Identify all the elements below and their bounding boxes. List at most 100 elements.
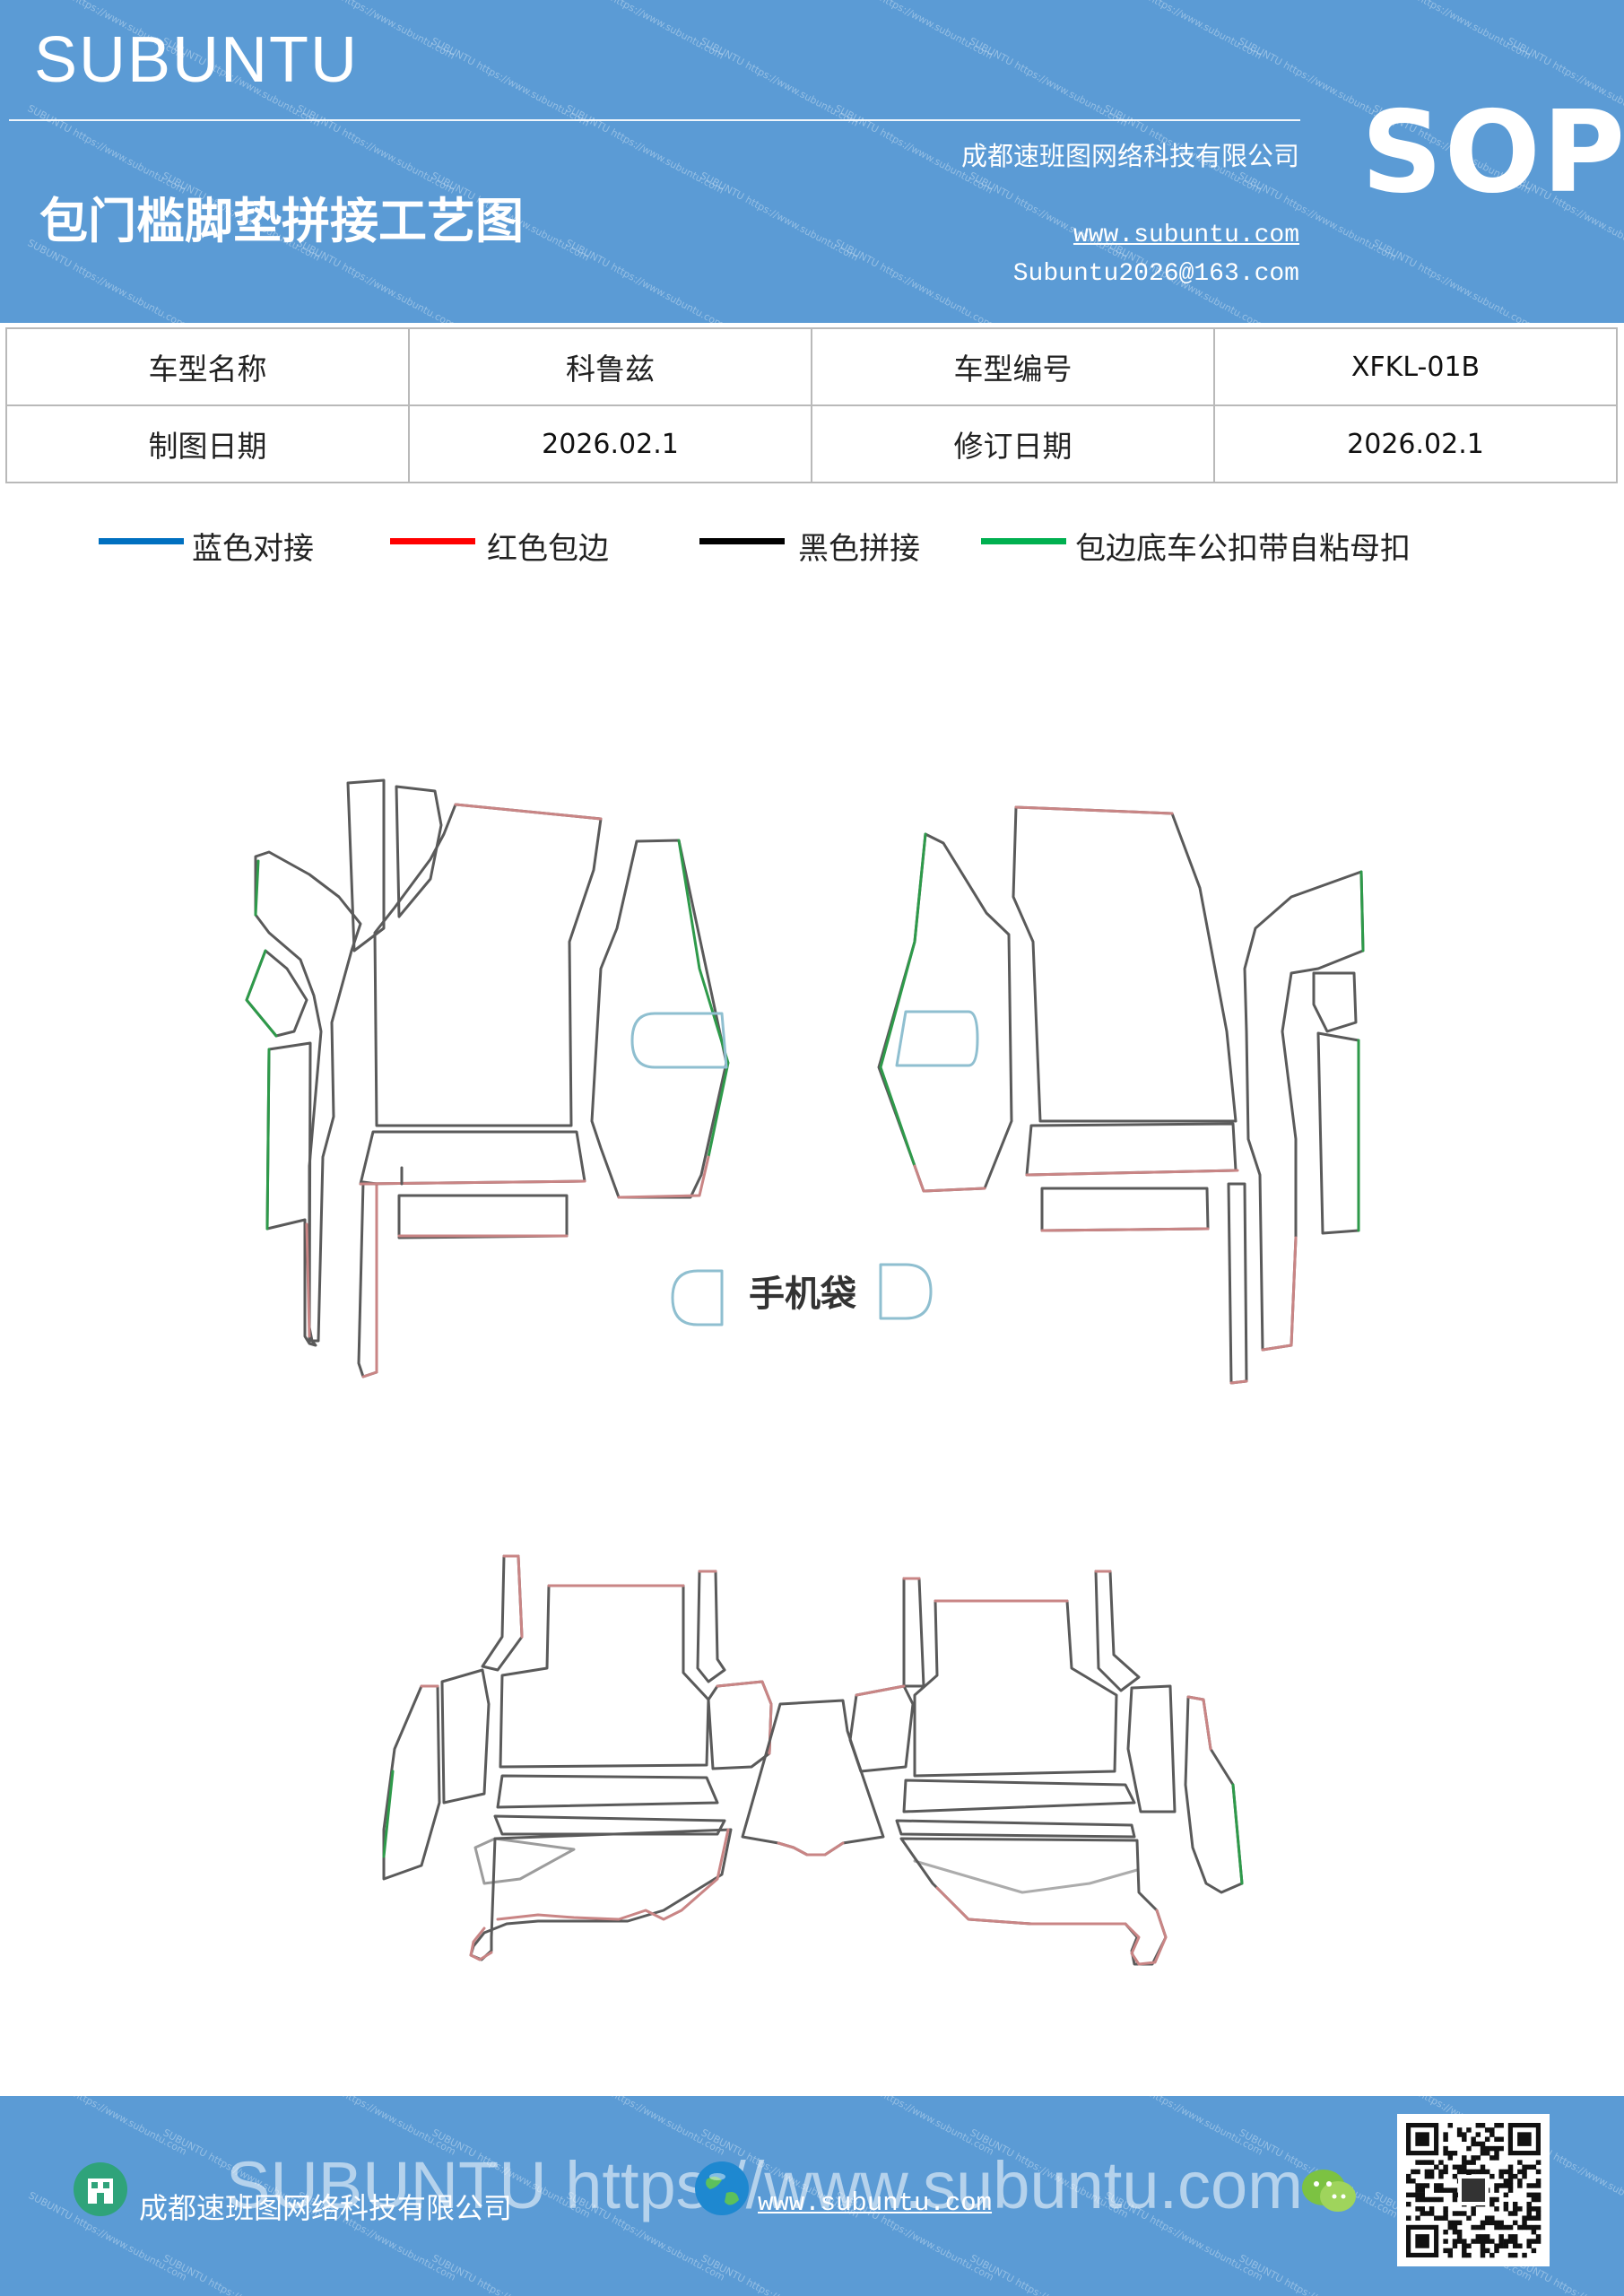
mat-piece [1316,1031,1360,1235]
email-address[interactable]: Subuntu2026@163.com [1012,260,1299,288]
mat-edge-binding [935,1886,1168,1966]
mat-edge-binding [617,1155,710,1199]
mat-piece [1126,1684,1177,1813]
mat-edge-binding [1014,805,1174,815]
watermark-text: SUBUNTU https://www.subuntu.com [968,2252,1131,2296]
table-cell: XFKL-01B [1213,327,1618,406]
mat-edge-binding [855,1684,906,1697]
mat-edge-velcro [1359,870,1365,952]
mat-edge-velcro [1231,1783,1244,1885]
mat-piece [848,1684,915,1773]
mat-piece [1040,1187,1210,1232]
mat-edge-velcro [245,949,278,1038]
floor-mat-diagram: 手机袋 [245,778,1365,1966]
mat-piece [913,1599,1118,1778]
mat-piece [895,1819,1136,1839]
phone-pocket-group: 手机袋 [671,1263,933,1326]
mat-piece [913,1859,1139,1894]
mat-edge-binding [1261,1236,1298,1352]
mat-edge-velcro [879,832,927,1168]
mat-edge-velcro [677,839,730,1159]
wechat-icon [1302,2170,1356,2212]
mat-piece [1012,805,1238,1123]
legend-swatch-blue [99,538,184,544]
legend-swatch-green [981,538,1066,544]
mat-piece [469,1828,733,1961]
mat-piece [473,1837,576,1885]
footer-website-link[interactable]: www.subuntu.com [758,2188,993,2218]
mat-piece [254,850,362,1343]
mat-piece [395,785,443,918]
rear-right-mat-group [848,1570,1244,1966]
mat-edge-binding [777,1841,845,1857]
mat-edge-binding [1229,1379,1248,1385]
mat-edge-binding [361,1182,378,1378]
table-row: 车型名称 科鲁兹 车型编号 XFKL-01B [5,327,1618,406]
mat-edge-binding [502,1554,524,1639]
table-cell: 车型名称 [5,327,410,406]
pocket-outline [895,1010,979,1067]
table-cell: 修订日期 [811,404,1215,483]
mat-edge-velcro [382,1770,395,1858]
qr-code[interactable] [1397,2114,1550,2266]
legend-label: 红色包边 [487,531,609,567]
table-row: 制图日期 2026.02.1 修订日期 2026.02.1 [5,404,1618,483]
mat-piece [481,1554,524,1672]
mat-piece [707,1680,773,1770]
mat-piece [1227,1182,1248,1385]
pocket-outline [671,1269,724,1326]
mat-piece [373,803,603,1127]
mat-edge-binding [1186,1695,1212,1751]
legend-swatch-red [390,538,475,544]
table-cell: 科鲁兹 [408,327,812,406]
mat-piece [902,1779,1136,1813]
header-divider [9,119,1300,121]
table-cell: 2026.02.1 [1213,404,1618,483]
table-cell: 2026.02.1 [408,404,812,483]
table-cell: 制图日期 [5,404,410,483]
mat-piece [1243,870,1365,1352]
mat-edge-binding [716,1680,773,1755]
mat-edge-binding [1025,1169,1239,1177]
footer-watermark-text: SUBUNTU https://www.subuntu.com [226,2148,1303,2222]
mat-piece [245,949,308,1038]
watermark-text: SUBUNTU https://www.subuntu.com [1238,2252,1400,2296]
company-name: 成都速班图网络科技有限公司 [960,141,1299,171]
mat-piece [359,1130,586,1186]
watermark-text: SUBUNTU https://www.subuntu.com [161,2252,324,2296]
doc-type-badge: SOP [1361,86,1624,218]
website-link[interactable]: www.subuntu.com [1073,222,1299,249]
page-title: 包门槛脚垫拼接工艺图 [39,193,524,249]
mat-piece [590,839,728,1199]
table-cell: 车型编号 [811,327,1215,406]
phone-pocket-label: 手机袋 [749,1274,856,1315]
pocket-outline [879,1263,933,1320]
mat-edge-binding [454,803,603,821]
mat-piece [499,1584,710,1769]
mat-piece [1094,1570,1141,1692]
building-icon [74,2162,127,2216]
legend-label: 黑色拼接 [798,531,920,567]
mat-piece [899,1837,1168,1966]
watermark-text: SUBUNTU https://www.subuntu.com [26,2096,189,2158]
mat-edge-binding [1040,1227,1210,1232]
mat-piece [496,1774,719,1809]
front-left-mat-group [245,778,730,1378]
watermark-text: SUBUNTU https://www.subuntu.com [699,2252,862,2296]
brand-logo: SUBUNTU [34,24,360,96]
legend-swatch-black [699,538,785,544]
mat-piece [696,1570,726,1683]
mat-piece [1312,971,1358,1033]
mat-piece [357,1180,378,1378]
rear-left-mat-group [382,1554,885,1961]
mat-piece [346,778,386,952]
footer-company-name: 成都速班图网络科技有限公司 [139,2191,513,2225]
vehicle-info-table: 车型名称 科鲁兹 车型编号 XFKL-01B 制图日期 2026.02.1 修订… [5,327,1618,483]
legend-label: 蓝色对接 [192,531,314,567]
mat-edge-velcro [254,859,260,917]
mat-edge-binding [359,1179,586,1186]
front-right-mat-group [877,805,1365,1385]
mat-piece [1025,1122,1238,1177]
